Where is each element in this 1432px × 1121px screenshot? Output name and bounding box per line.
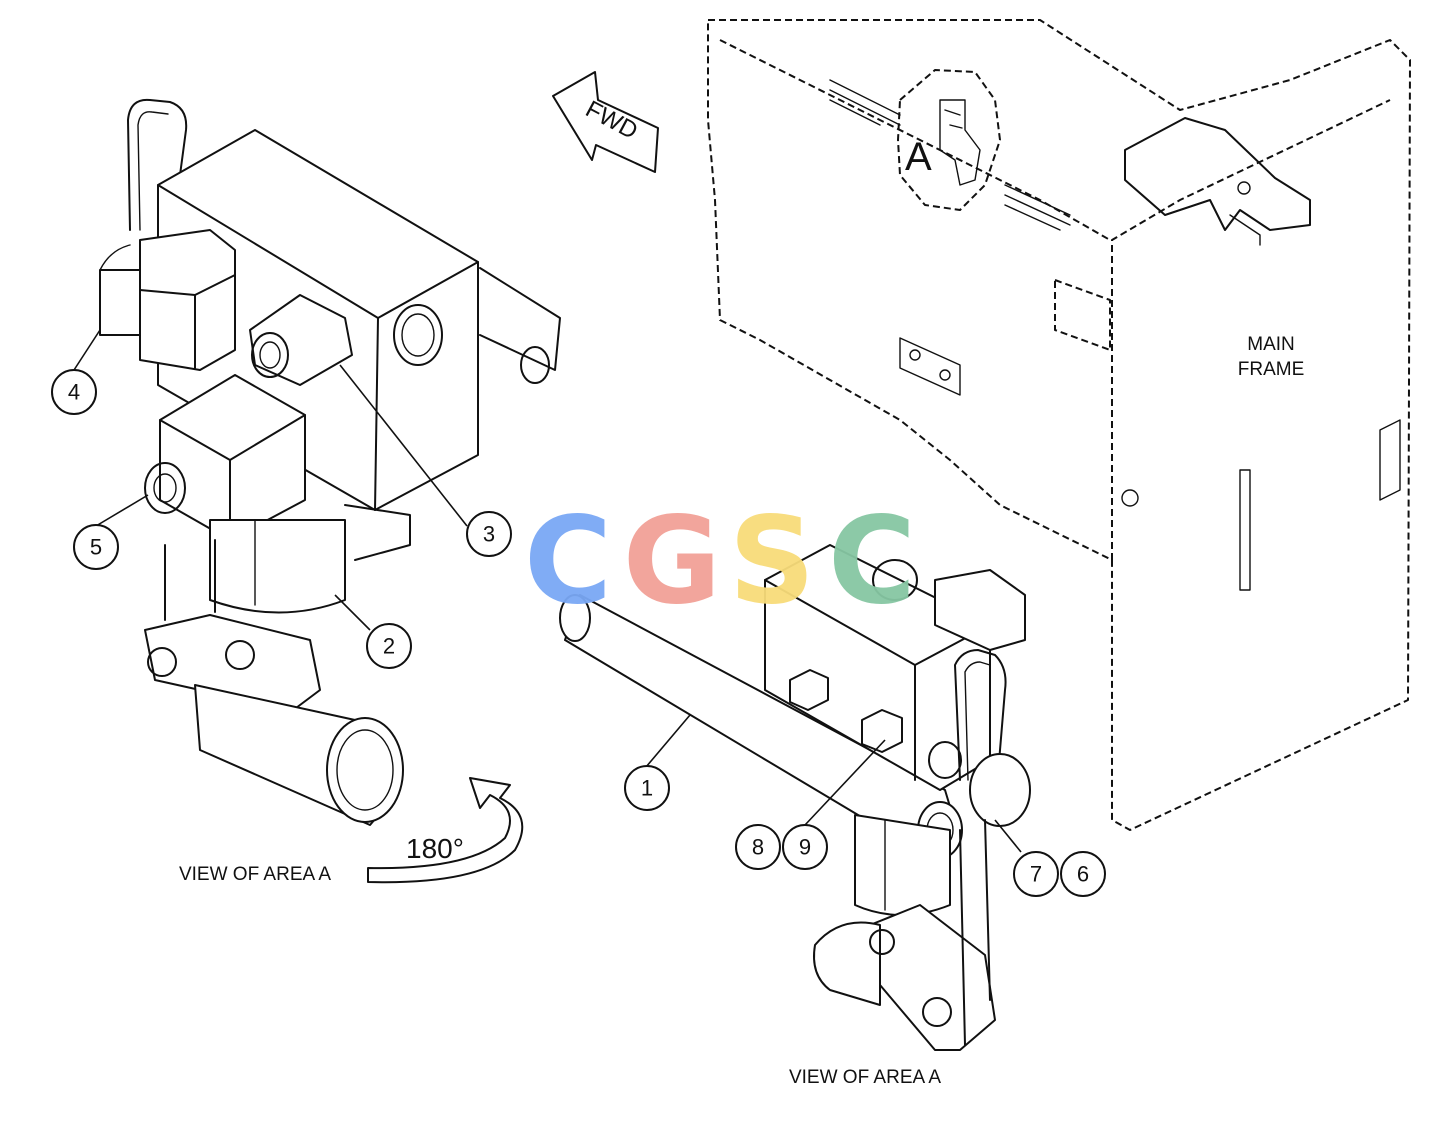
callout-4: 4 <box>51 369 97 415</box>
callout-1: 1 <box>624 765 670 811</box>
callout-7: 7 <box>1013 851 1059 897</box>
right-valve-assembly <box>559 544 1031 1051</box>
callout-5: 5 <box>73 524 119 570</box>
leader-lines <box>73 329 1022 853</box>
callout-8: 8 <box>735 824 781 870</box>
callout-2: 2 <box>366 623 412 669</box>
view-label-left: VIEW OF AREA A <box>179 864 331 885</box>
main-frame-drawing <box>707 19 1411 831</box>
svg-text:4: 4 <box>68 380 80 405</box>
main-frame-label-line1: MAIN <box>1247 334 1295 355</box>
svg-text:5: 5 <box>90 535 102 560</box>
area-a-marker: A <box>905 135 932 179</box>
watermark-letter-c2: C <box>828 493 916 632</box>
callout-3: 3 <box>466 511 512 557</box>
svg-text:7: 7 <box>1030 862 1042 887</box>
callout-9: 9 <box>782 824 828 870</box>
main-frame-label-line2: FRAME <box>1238 359 1305 380</box>
rotation-label: 180° <box>406 833 464 864</box>
svg-text:8: 8 <box>752 835 764 860</box>
watermark-letter-g: G <box>623 493 722 632</box>
fwd-arrow: FWD <box>552 71 659 173</box>
svg-text:9: 9 <box>799 835 811 860</box>
watermark-letter-s: S <box>729 493 815 632</box>
view-label-right: VIEW OF AREA A <box>789 1067 941 1088</box>
left-valve-assembly <box>99 98 561 884</box>
watermark-logo: C G S C <box>524 493 916 632</box>
svg-text:1: 1 <box>641 776 653 801</box>
watermark-letter-c1: C <box>524 493 612 632</box>
svg-text:3: 3 <box>483 522 495 547</box>
svg-text:2: 2 <box>383 634 395 659</box>
callout-6: 6 <box>1060 851 1106 897</box>
svg-text:6: 6 <box>1077 862 1089 887</box>
